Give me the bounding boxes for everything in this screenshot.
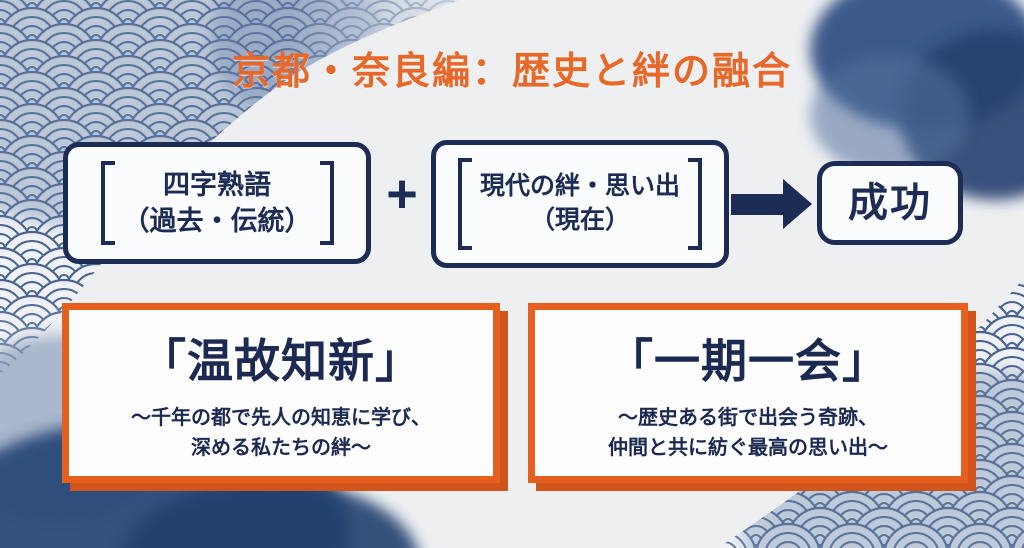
right-arrow-head-icon xyxy=(783,179,812,229)
idiom-subtitle-line2: 深める私たちの絆～ xyxy=(191,437,371,459)
term2-line2: （現在） xyxy=(529,206,630,234)
idiom-title: 「一期一会」 xyxy=(607,334,889,388)
idiom-card-ichigoichie: 「一期一会」 ～歴史ある街で出会う奇跡、 仲間と共に紡ぐ最高の思い出～ xyxy=(528,303,968,483)
left-bracket xyxy=(457,158,472,250)
plus-operator: + xyxy=(386,164,418,224)
idiom-subtitle-line1: ～千年の都で先人の知恵に学び、 xyxy=(131,407,431,429)
idiom-subtitle: ～歴史ある街で出会う奇跡、 仲間と共に紡ぐ最高の思い出～ xyxy=(608,403,888,463)
idiom-subtitle-line2: 仲間と共に紡ぐ最高の思い出～ xyxy=(608,437,888,459)
page-title: 京都・奈良編：歴史と絆の融合 xyxy=(231,51,792,93)
right-bracket xyxy=(688,158,702,250)
term1-line1: 四字熟語 xyxy=(163,169,271,200)
idiom-subtitle-line1: ～歴史ある街で出会う奇跡、 xyxy=(618,407,878,429)
left-bracket xyxy=(100,161,115,245)
formula-term2-box: 現代の絆・思い出 （現在） xyxy=(431,140,729,268)
idiom-subtitle: ～千年の都で先人の知恵に学び、 深める私たちの絆～ xyxy=(131,403,431,463)
result-label: 成功 xyxy=(848,181,932,225)
idiom-title: 「温故知新」 xyxy=(140,334,422,388)
right-bracket xyxy=(319,161,334,245)
formula-term1-box: 四字熟語 （過去・伝統） xyxy=(63,142,371,264)
formula-result-box: 成功 xyxy=(817,161,963,245)
term1-line2: （過去・伝統） xyxy=(122,206,312,236)
right-arrow-icon xyxy=(731,194,785,215)
idiom-card-onkochishin: 「温故知新」 ～千年の都で先人の知恵に学び、 深める私たちの絆～ xyxy=(62,303,500,483)
term2-line1: 現代の絆・思い出 xyxy=(479,172,680,201)
